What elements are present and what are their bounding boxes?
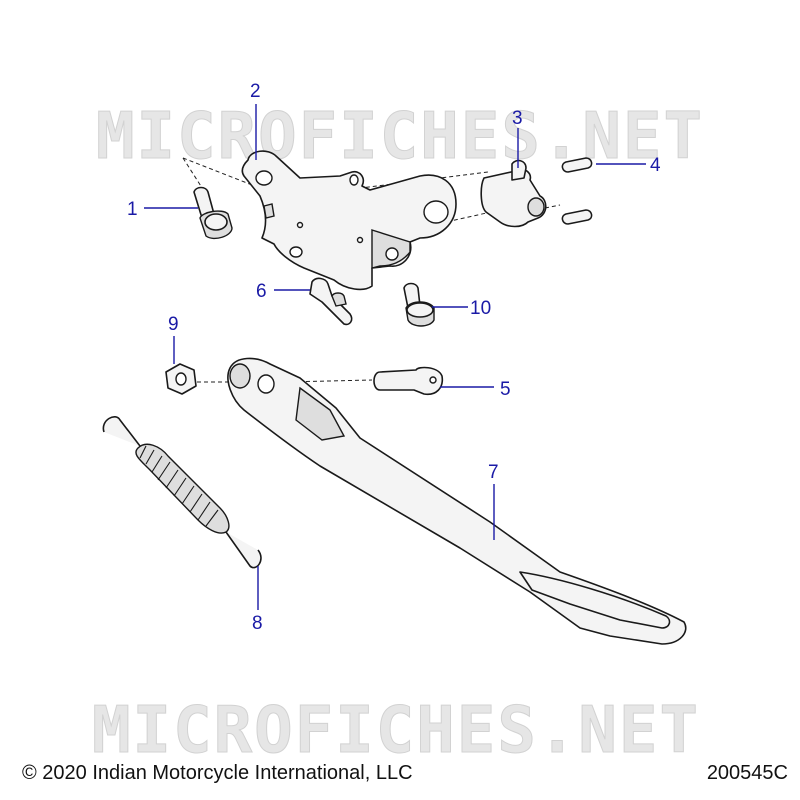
callouts: 1 2 3 4 5 6 7 8 9 10	[127, 81, 661, 634]
drawing-number: 200545C	[706, 762, 788, 784]
callout-5: 5	[500, 379, 511, 400]
callout-leaders	[144, 104, 646, 610]
sidestand-part	[227, 357, 687, 645]
flange-bolt-part	[193, 186, 233, 240]
hex-nut-part	[165, 363, 197, 395]
callout-8: 8	[252, 613, 263, 634]
callout-9: 9	[168, 314, 179, 335]
watermark-bottom: MICROFICHES.NET	[92, 694, 700, 768]
copyright-notice: © 2020 Indian Motorcycle International, …	[22, 762, 413, 784]
sidestand-switch-part	[480, 159, 547, 228]
callout-2: 2	[250, 81, 261, 102]
pivot-bolt-part	[373, 366, 444, 396]
callout-4: 4	[650, 155, 661, 176]
screw-parts	[561, 157, 593, 225]
callout-10: 10	[470, 298, 491, 319]
return-spring-part	[102, 416, 262, 569]
callout-1: 1	[127, 199, 138, 220]
callout-6: 6	[256, 281, 267, 302]
bolt-10-part	[403, 282, 435, 327]
callout-7: 7	[488, 462, 499, 483]
mounting-bracket-part	[241, 150, 457, 291]
clip-plate-part	[309, 277, 353, 326]
watermark-top: MICROFICHES.NET	[96, 100, 704, 174]
callout-3: 3	[512, 108, 523, 129]
